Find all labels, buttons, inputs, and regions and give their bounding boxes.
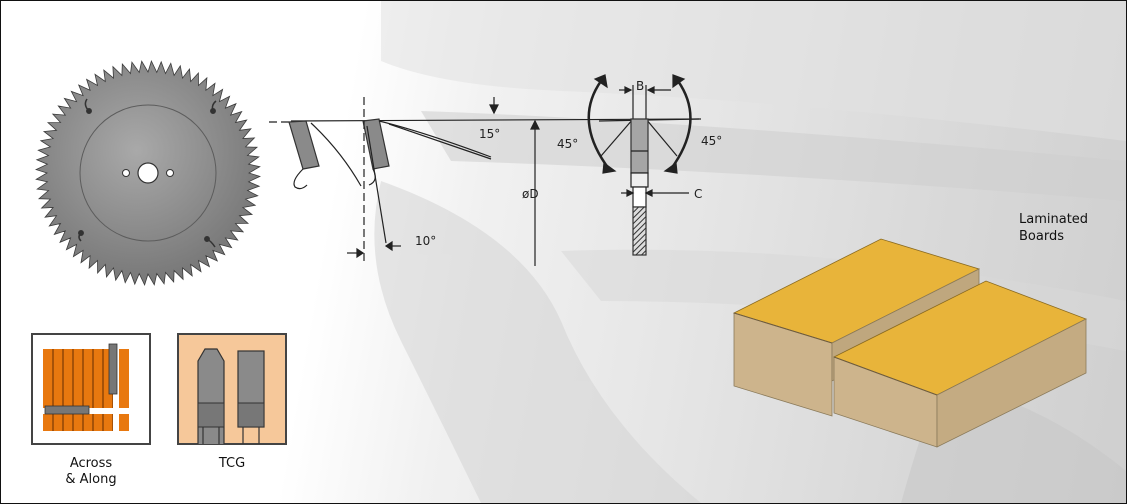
body-c-label: C [694,187,703,201]
material-label: Laminated Boards [1019,211,1088,245]
left-bevel-label: 45° [557,137,579,151]
cut-direction-caption: Across & Along [41,456,141,488]
diameter-label: øD [522,187,539,201]
cut-caption-line-1: Across [69,456,113,471]
right-bevel-label: 45° [701,134,723,148]
material-line-1: Laminated [1019,212,1089,227]
tcg-tooth-icon [177,333,287,445]
cut-caption-line-2: & Along [65,472,117,487]
width-b-label: B [636,79,645,93]
material-line-2: Boards [1019,229,1064,244]
saw-blade [35,60,261,286]
background-machinery [374,1,1126,503]
cut-direction-icon [31,333,151,445]
top-angle-label: 15° [479,127,501,141]
tooth-side-view [587,74,692,256]
tooth-caption: TCG [218,456,246,471]
side-angle-label: 10° [415,234,437,248]
laminated-boards [732,238,1087,448]
tooth-angle-diagram [269,97,702,266]
